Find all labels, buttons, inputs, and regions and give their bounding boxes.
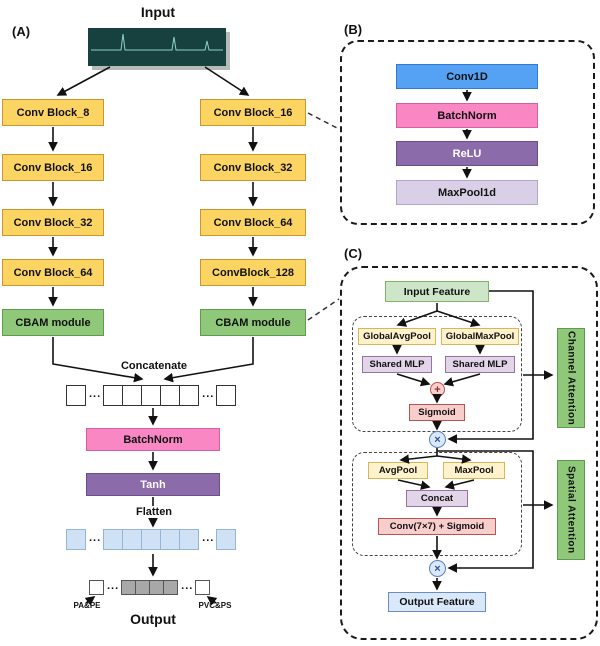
ellipsis: ... xyxy=(181,579,194,592)
conv-block-right-3: ConvBlock_128 xyxy=(200,259,306,286)
global-max-pool-box: GlobalMaxPool xyxy=(441,328,519,345)
multiply-node-1: × xyxy=(429,431,446,448)
conv7x7-sigmoid-box: Conv(7×7) + Sigmoid xyxy=(378,518,496,535)
shared-mlp-right-box: Shared MLP xyxy=(445,356,515,373)
multiply-node-2: × xyxy=(429,560,446,577)
flatten-label: Flatten xyxy=(128,506,180,518)
batchnorm-b-box: BatchNorm xyxy=(396,103,538,128)
conv-block-right-0: Conv Block_16 xyxy=(200,99,306,126)
output-cell-row: ... ... xyxy=(89,579,211,595)
class-label-left: PA&PE xyxy=(73,601,101,610)
input-feature-box: Input Feature xyxy=(385,281,489,302)
maxpool1d-box: MaxPool1d xyxy=(396,180,538,205)
cell xyxy=(216,529,237,550)
cell xyxy=(89,580,104,595)
concatenate-cell-row: ... ... xyxy=(66,385,237,406)
cell xyxy=(103,385,124,406)
cell xyxy=(149,580,165,595)
shared-mlp-left-box: Shared MLP xyxy=(362,356,432,373)
ellipsis: ... xyxy=(89,387,102,400)
panel-a-label: (A) xyxy=(12,24,31,39)
cell xyxy=(103,529,124,550)
cbam-module-left: CBAM module xyxy=(2,309,104,336)
conv-block-left-0: Conv Block_8 xyxy=(2,99,104,126)
concat-box: Concat xyxy=(406,490,468,507)
cell xyxy=(216,385,237,406)
tanh-box: Tanh xyxy=(86,473,220,496)
input-signal-image xyxy=(88,28,226,66)
cell xyxy=(163,580,179,595)
class-label-right: PVC&PS xyxy=(198,601,232,610)
cell xyxy=(66,529,86,550)
cbam-module-right: CBAM module xyxy=(200,309,306,336)
cell xyxy=(160,385,181,406)
ellipsis: ... xyxy=(89,531,102,544)
sigmoid-box: Sigmoid xyxy=(409,404,465,421)
panel-b-frame xyxy=(340,40,595,225)
cell xyxy=(141,529,162,550)
conv-block-left-1: Conv Block_16 xyxy=(2,154,104,181)
output-feature-box: Output Feature xyxy=(388,592,486,612)
cell xyxy=(195,580,211,595)
conv-block-right-1: Conv Block_32 xyxy=(200,154,306,181)
cell xyxy=(179,529,200,550)
cell xyxy=(122,529,143,550)
ellipsis: ... xyxy=(202,531,215,544)
cell xyxy=(135,580,151,595)
cell xyxy=(121,580,137,595)
channel-attention-label: Channel Attention xyxy=(565,330,577,426)
conv-block-right-2: Conv Block_64 xyxy=(200,209,306,236)
ellipsis: ... xyxy=(202,387,215,400)
batchnorm-box: BatchNorm xyxy=(86,428,220,451)
cell xyxy=(141,385,162,406)
cell xyxy=(160,529,181,550)
cell xyxy=(179,385,200,406)
cell xyxy=(122,385,143,406)
signal-waveform xyxy=(91,33,223,51)
ellipsis: ... xyxy=(107,579,120,592)
cell xyxy=(66,385,86,406)
spatial-attention-label-box: Spatial Attention xyxy=(557,460,585,560)
flatten-cell-row: ... ... xyxy=(66,529,237,550)
panel-c-frame xyxy=(340,266,598,640)
spatial-attention-label: Spatial Attention xyxy=(565,466,577,554)
panel-b-label: (B) xyxy=(344,22,363,37)
max-pool-box: MaxPool xyxy=(443,462,505,479)
channel-attention-label-box: Channel Attention xyxy=(557,328,585,428)
add-node: + xyxy=(430,382,445,397)
conv-block-left-3: Conv Block_64 xyxy=(2,259,104,286)
conv1d-box: Conv1D xyxy=(396,64,538,89)
relu-box: ReLU xyxy=(396,141,538,166)
output-title: Output xyxy=(130,611,176,627)
panel-c-label: (C) xyxy=(344,246,363,261)
global-avg-pool-box: GlobalAvgPool xyxy=(358,328,436,345)
conv-block-left-2: Conv Block_32 xyxy=(2,209,104,236)
avg-pool-box: AvgPool xyxy=(368,462,428,479)
concatenate-label: Concatenate xyxy=(120,360,188,372)
input-title: Input xyxy=(140,4,176,20)
